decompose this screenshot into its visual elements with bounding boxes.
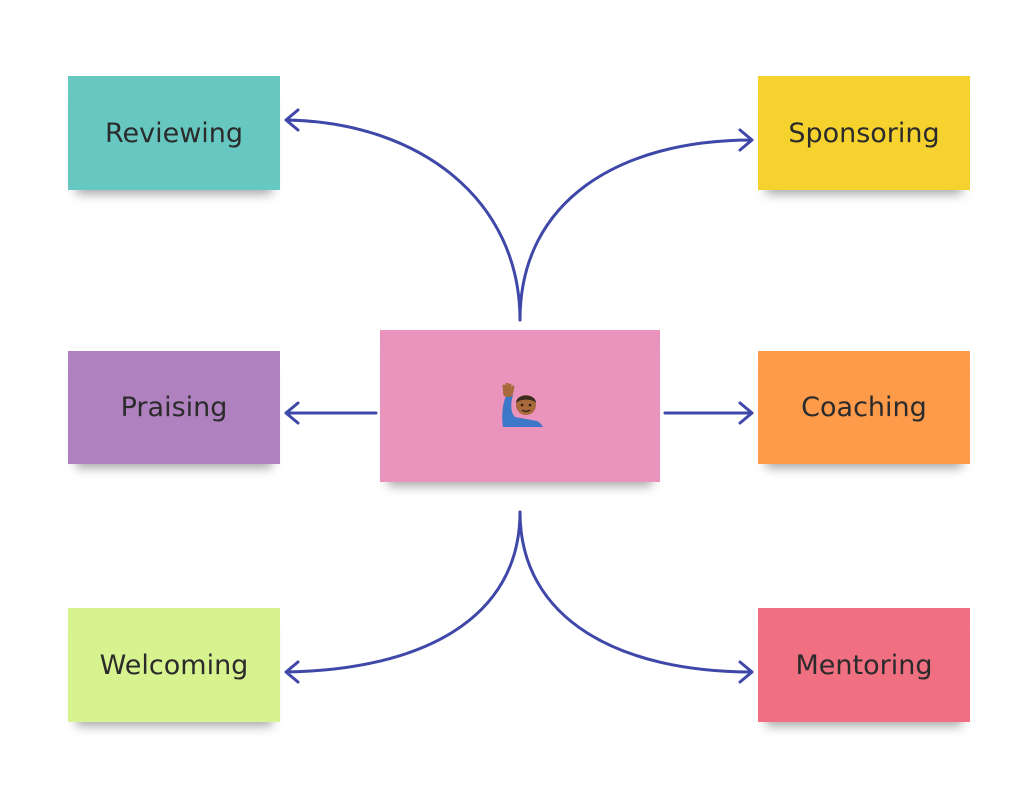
- note-label: Reviewing: [104, 117, 244, 149]
- note-label: Sponsoring: [788, 117, 940, 149]
- note-coaching[interactable]: Coaching: [758, 351, 970, 464]
- note-welcoming[interactable]: Welcoming: [68, 608, 280, 722]
- note-reviewing[interactable]: Reviewing: [68, 76, 280, 190]
- arrow-to-sponsoring: [518, 128, 754, 322]
- center-note[interactable]: [380, 330, 660, 482]
- note-label: Mentoring: [795, 649, 933, 681]
- arrow-to-praising: [284, 401, 378, 425]
- note-sponsoring[interactable]: Sponsoring: [758, 76, 970, 190]
- person-raising-hand-icon: [502, 383, 543, 427]
- note-praising[interactable]: Praising: [68, 351, 280, 464]
- arrow-to-welcoming: [284, 510, 522, 684]
- note-label: Welcoming: [99, 649, 249, 681]
- arrow-to-mentoring: [518, 510, 754, 684]
- arrow-to-coaching: [663, 401, 754, 425]
- note-label: Praising: [120, 392, 228, 423]
- note-mentoring[interactable]: Mentoring: [758, 608, 970, 722]
- note-label: Coaching: [801, 392, 927, 423]
- arrow-to-reviewing: [284, 108, 522, 322]
